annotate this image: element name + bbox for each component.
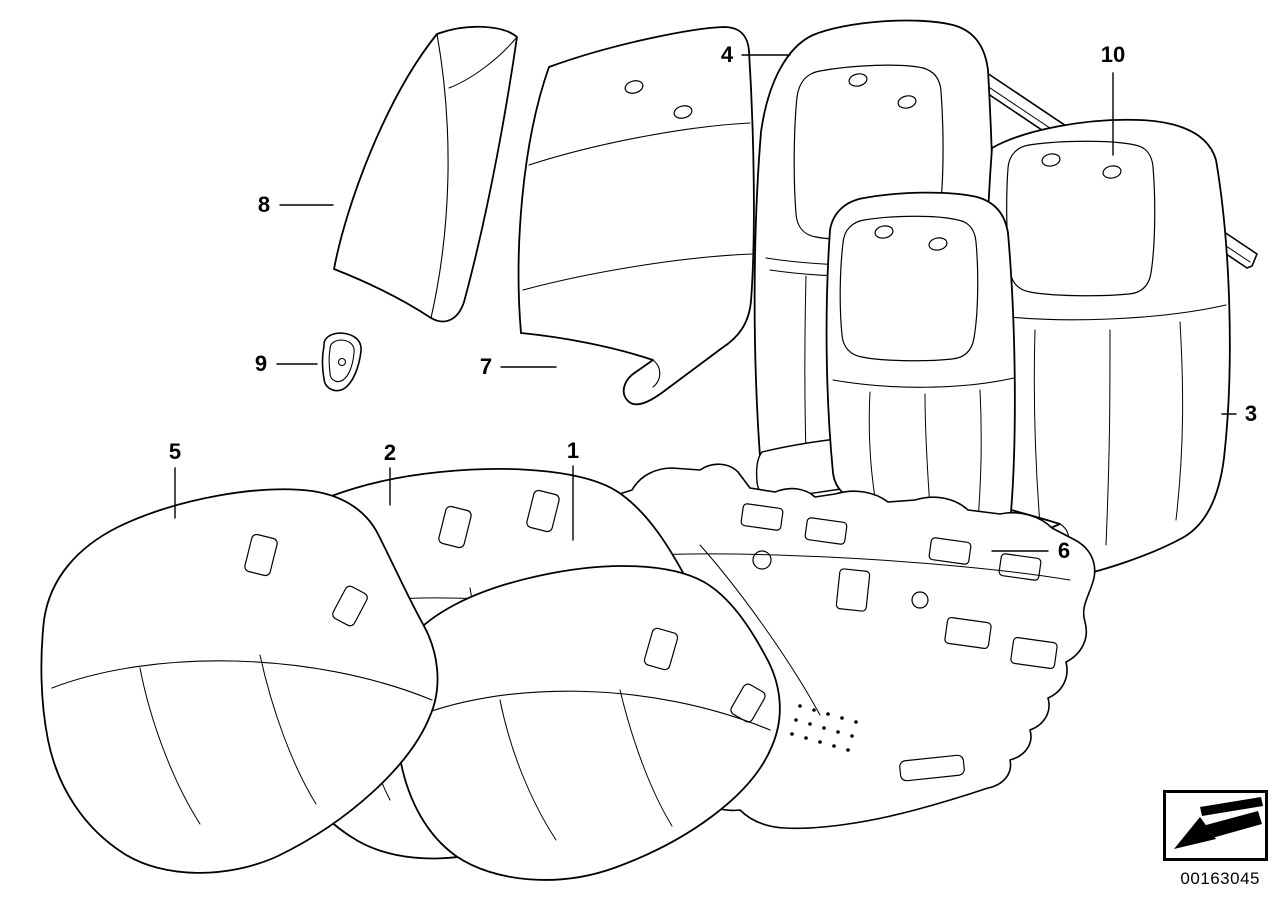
page-forward-button[interactable] (1163, 790, 1268, 861)
callout-9[interactable]: 9 (254, 351, 268, 376)
cushion-left-part (40, 488, 439, 874)
callout-2[interactable]: 2 (383, 440, 397, 465)
cushion-right-part (395, 565, 781, 881)
page-forward-arrow-icon (1174, 797, 1263, 849)
isofix-cover-part (321, 332, 362, 392)
callout-4[interactable]: 4 (720, 42, 734, 67)
callout-8[interactable]: 8 (257, 192, 271, 217)
callout-10[interactable]: 10 (1100, 42, 1126, 67)
leader-lines (174, 54, 1237, 552)
callout-7[interactable]: 7 (479, 354, 493, 379)
drawing-number: 00163045 (1180, 869, 1260, 888)
perforation-dots (790, 704, 858, 752)
backrest-cover-right-part (984, 118, 1231, 581)
callout-1[interactable]: 1 (566, 438, 580, 463)
backrest-pad-part (517, 26, 755, 406)
side-bolster-part (333, 25, 518, 323)
callout-5[interactable]: 5 (168, 439, 182, 464)
callout-3[interactable]: 3 (1244, 401, 1258, 426)
callout-6[interactable]: 6 (1057, 538, 1071, 563)
backrest-center-part (825, 191, 1016, 573)
